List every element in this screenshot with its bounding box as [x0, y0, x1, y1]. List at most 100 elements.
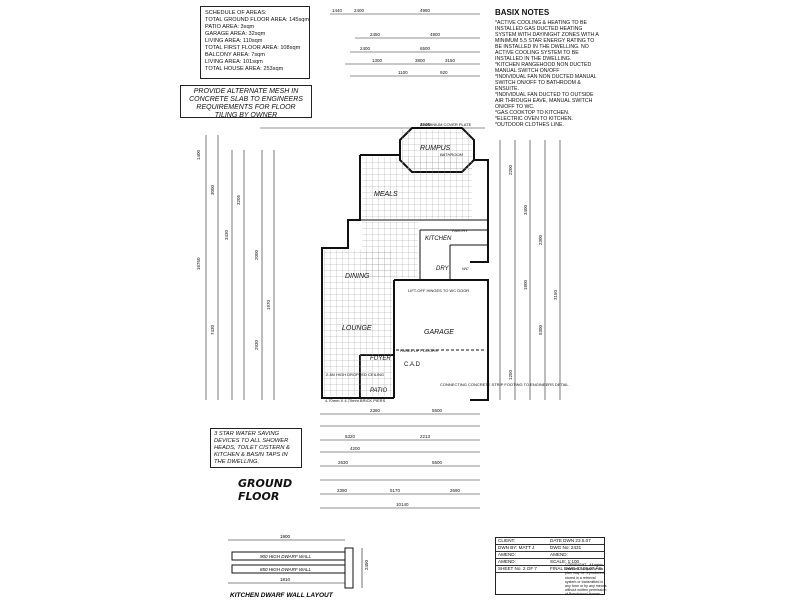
dim-top-label: 2400: [354, 8, 365, 13]
schedule-line: TOTAL GROUND FLOOR AREA: 145sqm: [205, 17, 310, 23]
dwarf-dim-top: 1900: [280, 534, 291, 539]
title-block-row: AMEND: SCALE: 1:100: [496, 559, 604, 566]
dim-right-label: 1800: [523, 279, 528, 290]
basix-item: *ELECTRIC OVEN TO KITCHEN.: [495, 116, 573, 122]
dim-bottom-label: 10140: [396, 502, 409, 507]
tb-cell: SHEET No. 2 OF 7: [498, 566, 537, 571]
tb-cell: AMEND:: [498, 559, 516, 564]
dim-top-label: 4980: [420, 8, 431, 13]
schedule-line: PATIO AREA: 3sqm: [205, 24, 255, 30]
dim-right-label: 2200: [508, 164, 513, 175]
tb-cell: SCALE: 1:100: [550, 559, 580, 564]
dim-bottom-label: 2360: [370, 408, 381, 413]
dim-right-label: 3400: [523, 204, 528, 215]
room-label-rumpus: RUMPUS: [420, 145, 451, 152]
dwarf-wall-1: 900 HIGH DWARF WALL: [260, 554, 312, 559]
dwarf-title: KITCHEN DWARF WALL LAYOUT: [230, 592, 334, 599]
basix-item: *INDIVIDUAL FAN NON DUCTED MANUAL SWITCH…: [495, 74, 597, 92]
dim-top-label: 2400: [360, 46, 371, 51]
dwarf-dim-bottom: 1810: [280, 577, 291, 582]
schedule-line: LIVING AREA: 110sqm: [205, 38, 263, 44]
dim-top-label: 1100: [398, 70, 408, 75]
tiled-floor-rumpus: [402, 130, 472, 170]
copyright-note: COPYRIGHT - All rights reserved. No part…: [565, 563, 607, 597]
ground-floor-label-line1: GROUND: [238, 477, 293, 490]
basix-item: *KITCHEN RANGEHOOD NON DUCTED MANUAL SWI…: [495, 62, 592, 74]
dim-top-label: 6500: [420, 46, 431, 51]
dim-top-label: 3150: [445, 58, 456, 63]
schedule-line: TOTAL HOUSE AREA: 253sqm: [205, 66, 284, 72]
tb-cell: FINAL DWG 03.09.07 AS: [550, 566, 602, 571]
room-label-foyer: FOYER: [370, 356, 391, 362]
dim-bottom-label: 2390: [337, 488, 348, 493]
tiled-floor-dining: [324, 250, 392, 396]
room-label-dining: DINING: [345, 273, 370, 280]
schedule-line: TOTAL FIRST FLOOR AREA: 108sqm: [205, 45, 301, 51]
room-label-meals: MEALS: [374, 191, 398, 198]
room-label-wc: WC: [462, 266, 469, 271]
schedule-title: SCHEDULE OF AREAS:: [205, 10, 267, 16]
room-label-patio: PATIO: [370, 388, 387, 394]
basix-title: BASIX NOTES: [495, 8, 550, 17]
ground-floor-label: GROUND FLOOR: [238, 477, 292, 503]
dim-bottom-label: 2690: [450, 488, 461, 493]
tiled-floor-kitchen: [362, 222, 418, 278]
annotation-lift-off: LIFT-OFF HINGES TO WC DOOR: [408, 288, 469, 293]
tb-cell: DWG No: 2431: [550, 545, 582, 550]
dim-top-label: 3800: [415, 58, 426, 63]
building-walls: [321, 127, 489, 401]
dim-left-label: 3205: [236, 194, 241, 205]
dim-bottom-label: 5320: [345, 434, 356, 439]
room-label-dry: DRY: [436, 266, 449, 272]
dim-bottom-label: 2630: [338, 460, 349, 465]
title-block-row: SHEET No. 2 OF 7 FINAL DWG 03.09.07 AS: [496, 566, 604, 573]
dwarf-wall-2: 850 HIGH DWARF WALL: [260, 567, 312, 572]
basix-item: *OUTDOOR CLOTHES LINE.: [495, 122, 564, 128]
title-block-row: AMEND: AMEND:: [496, 552, 604, 559]
basix-notes: BASIX NOTES *ACTIVE COOLING & HEATING TO…: [492, 6, 604, 136]
dim-bottom-label: 5500: [432, 408, 443, 413]
annotation-dropped: 2.4M HIGH DROPPED CEILING: [326, 372, 384, 377]
dim-left-label: 1400: [196, 149, 201, 160]
water-saving-note: 3 STAR WATER SAVING DEVICES TO ALL SHOWE…: [210, 428, 302, 468]
dim-top-label: 4900: [430, 32, 441, 37]
dim-top-label: 1300: [372, 58, 383, 63]
basix-item: *INDIVIDUAL FAN DUCTED TO OUTSIDE AIR TH…: [495, 92, 594, 110]
dim-left-label: 1970: [266, 299, 271, 310]
annotation-connecting: CONNECTING CONCRETE STRIP FOOTING TO ENG…: [440, 382, 569, 387]
dim-bottom-label: 4200: [350, 446, 361, 451]
schedule-line: GARAGE AREA: 32sqm: [205, 31, 266, 37]
title-block: CLIENT: DATE DWN 23.5.07 DWN BY: MATT J DW…: [495, 537, 605, 595]
dim-right-label: 2300: [538, 234, 543, 245]
annotation-pier: 4.70mm X 4.70mm BRICK PIERS: [325, 398, 386, 403]
dim-left-label: 7430: [210, 324, 215, 335]
room-label-lounge: LOUNGE: [342, 325, 372, 332]
annotation-glass: ALUMINIUM COVER PLATE: [420, 122, 472, 127]
dwarf-wall-layout: 1900 900 HIGH DWARF WALL 850 HIGH DWARF …: [228, 534, 369, 599]
basix-item: *GAS COOKTOP TO KITCHEN.: [495, 110, 570, 116]
dim-left-label: 2930: [254, 339, 259, 350]
dim-top-label: 2940: [420, 122, 431, 127]
tb-cell: AMEND:: [498, 552, 516, 557]
schedule-line: BALCONY AREA: 7sqm: [205, 52, 265, 58]
schedule-of-areas: SCHEDULE OF AREAS: TOTAL GROUND FLOOR AR…: [200, 6, 310, 79]
tiled-floor-meals: [362, 157, 472, 219]
dim-left-label: 3430: [224, 229, 229, 240]
annotation-cad: C.A.D: [404, 362, 421, 368]
dim-bottom-label: 5500: [432, 460, 443, 465]
tb-cell: DWN BY: MATT J: [498, 545, 535, 550]
room-label-kitchen: KITCHEN: [425, 236, 452, 242]
tb-cell: CLIENT:: [498, 538, 516, 543]
dim-top-label: 2450: [370, 32, 381, 37]
dim-right-label: 1250: [508, 369, 513, 380]
dim-top-label: 920: [440, 70, 448, 75]
title-block-row: CLIENT: DATE DWN 23.5.07: [496, 538, 604, 545]
dim-right-label: 5300: [538, 324, 543, 335]
tb-cell: AMEND:: [550, 552, 568, 557]
dim-top-label: 1440: [332, 8, 343, 13]
tb-cell: DATE DWN 23.5.07: [550, 538, 591, 543]
basix-item: *ACTIVE COOLING & HEATING TO BE INSTALLE…: [495, 20, 599, 62]
room-label-bathroom: BATHROOM: [440, 152, 463, 157]
dim-bottom-label: 5170: [390, 488, 401, 493]
